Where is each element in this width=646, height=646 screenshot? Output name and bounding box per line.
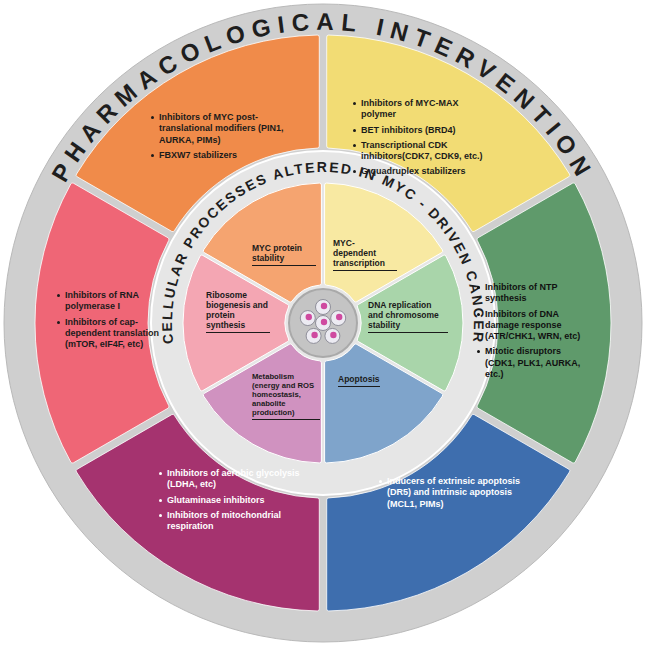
sector-text: Apoptosis	[338, 374, 398, 387]
cell-nucleus	[321, 319, 327, 325]
sector-wedge	[35, 183, 169, 463]
bullet-item: Inhibitors of DNA damage response (ATR/C…	[476, 309, 591, 343]
bullet-item: G quadruplex stabilizers	[352, 166, 487, 177]
intervention-text: Inhibitors of aerobic glycolysis (LDHA, …	[167, 468, 303, 491]
bullet-dot	[159, 472, 162, 475]
outer-ring	[4, 4, 642, 642]
cell-nucleus	[330, 332, 336, 338]
intervention-text: Inhibitors of cap-dependent translation …	[65, 317, 168, 351]
sector-wedge	[477, 183, 611, 463]
bullet-item: Inhibitors of NTP synthesis	[476, 282, 591, 305]
sector-wedge	[183, 255, 289, 391]
intervention-text: Inhibitors of RNA polymerase I	[65, 290, 168, 313]
cell	[325, 328, 340, 343]
bullet-dot	[151, 116, 154, 119]
sector-text: Ribosome biogenesis and protein synthesi…	[206, 290, 270, 333]
bullet-item: Inhibitors of MYC-MAX polymer	[352, 98, 487, 121]
process-item: MYC protein stability	[252, 243, 316, 266]
bullet-item: Inhibitors of cap-dependent translation …	[56, 317, 168, 351]
cell-cluster	[289, 289, 357, 357]
sector-wedge	[325, 344, 443, 463]
bullet-item: Inhibitors of MYC post-translational mod…	[150, 112, 300, 146]
sector-text: Inhibitors of RNA polymerase I Inhibitors…	[56, 290, 168, 354]
intervention-text: G quadruplex stabilizers	[361, 166, 466, 177]
cell	[331, 311, 346, 326]
bullet-dot	[151, 154, 154, 157]
cell	[306, 328, 321, 343]
sector-text: Inhibitors of aerobic glycolysis (LDHA, …	[158, 468, 303, 536]
bullet-dot	[159, 499, 162, 502]
process-item: Metabolism (energy and ROS homeostasis, …	[252, 372, 320, 420]
cell	[300, 311, 315, 326]
process-item: MYC-dependent transcription	[333, 238, 397, 271]
intervention-text: Transcriptional CDK inhibitors(CDK7, CDK…	[361, 140, 487, 163]
bullet-dot	[353, 144, 356, 147]
bullet-item: Inhibitors of RNA polymerase I	[56, 290, 168, 313]
intervention-text: Inhibitors of mitochondrial respiration	[167, 510, 303, 533]
sector-text: Inducers of extrinsic apoptosis (DR5) an…	[378, 476, 528, 514]
intervention-text: Inducers of extrinsic apoptosis (DR5) an…	[387, 476, 528, 510]
sector-text: Metabolism (energy and ROS homeostasis, …	[252, 372, 320, 420]
intervention-text: Inhibitors of MYC-MAX polymer	[361, 98, 487, 121]
intervention-sector: Inhibitors of RNA polymerase I Inhibitors…	[33, 176, 174, 470]
sector-text: MYC protein stability	[252, 243, 316, 266]
inner-ring	[151, 151, 495, 495]
bullet-item: Mitotic disruptors (CDK1, PLK1, AURKA, e…	[476, 346, 591, 380]
process-item: Ribosome biogenesis and protein synthesi…	[206, 290, 270, 333]
bullet-dot	[159, 514, 162, 517]
intervention-text: FBXW7 stabilizers	[159, 150, 237, 161]
cell	[316, 316, 331, 331]
process-label: Apoptosis	[338, 374, 380, 387]
sector-shape	[321, 340, 447, 465]
process-label: MYC-dependent transcription	[333, 238, 397, 271]
cell-nucleus	[311, 332, 317, 338]
sector-text: Inhibitors of NTP synthesisInhibitors of…	[476, 282, 591, 384]
bullet-dot	[353, 170, 356, 173]
process-label: Ribosome biogenesis and protein synthesi…	[206, 290, 270, 333]
intervention-text: BET inhibitors (BRD4)	[361, 125, 456, 136]
cell-nucleus	[336, 314, 342, 320]
process-label: Metabolism (energy and ROS homeostasis, …	[252, 372, 320, 420]
intervention-text: Glutaminase inhibitors	[167, 495, 265, 506]
bullet-item: Inhibitors of mitochondrial respiration	[158, 510, 303, 533]
bullet-dot	[57, 294, 60, 297]
sector-text: Inhibitors of MYC-MAX polymerBET inhibit…	[352, 98, 487, 182]
process-label: MYC protein stability	[252, 243, 316, 266]
bullet-item: Inhibitors of aerobic glycolysis (LDHA, …	[158, 468, 303, 491]
sector-text: DNA replication and chromosome stability	[368, 300, 448, 333]
bullet-item: BET inhibitors (BRD4)	[352, 125, 487, 136]
bullet-dot	[477, 350, 480, 353]
process-item: DNA replication and chromosome stability	[368, 300, 448, 333]
process-label: DNA replication and chromosome stability	[368, 300, 448, 333]
cell-nucleus	[321, 303, 327, 309]
intervention-sector: Inhibitors of NTP synthesisInhibitors of…	[472, 176, 613, 469]
bullet-dot	[477, 286, 480, 289]
bullet-dot	[477, 313, 480, 316]
bullet-dot	[379, 480, 382, 483]
sector-text: Inhibitors of MYC post-translational mod…	[150, 112, 300, 165]
cell-nucleus	[306, 314, 312, 320]
center-disc	[289, 289, 357, 357]
intervention-text: Inhibitors of NTP synthesis	[485, 282, 591, 305]
bullet-item: Transcriptional CDK inhibitors(CDK7, CDK…	[352, 140, 487, 163]
intervention-text: Mitotic disruptors (CDK1, PLK1, AURKA, e…	[485, 346, 591, 380]
process-item: Apoptosis	[338, 374, 398, 387]
bullet-item: FBXW7 stabilizers	[150, 150, 300, 161]
intervention-text: Inhibitors of DNA damage response (ATR/C…	[485, 309, 591, 343]
sector-text: MYC-dependent transcription	[333, 238, 397, 271]
bullet-item: Inducers of extrinsic apoptosis (DR5) an…	[378, 476, 528, 510]
bullet-dot	[57, 321, 60, 324]
bullet-dot	[353, 129, 356, 132]
bullet-item: Glutaminase inhibitors	[158, 495, 303, 506]
process-sector: Apoptosis	[321, 340, 447, 465]
intervention-text: Inhibitors of MYC post-translational mod…	[159, 112, 300, 146]
cell	[316, 300, 331, 315]
bullet-dot	[353, 102, 356, 105]
